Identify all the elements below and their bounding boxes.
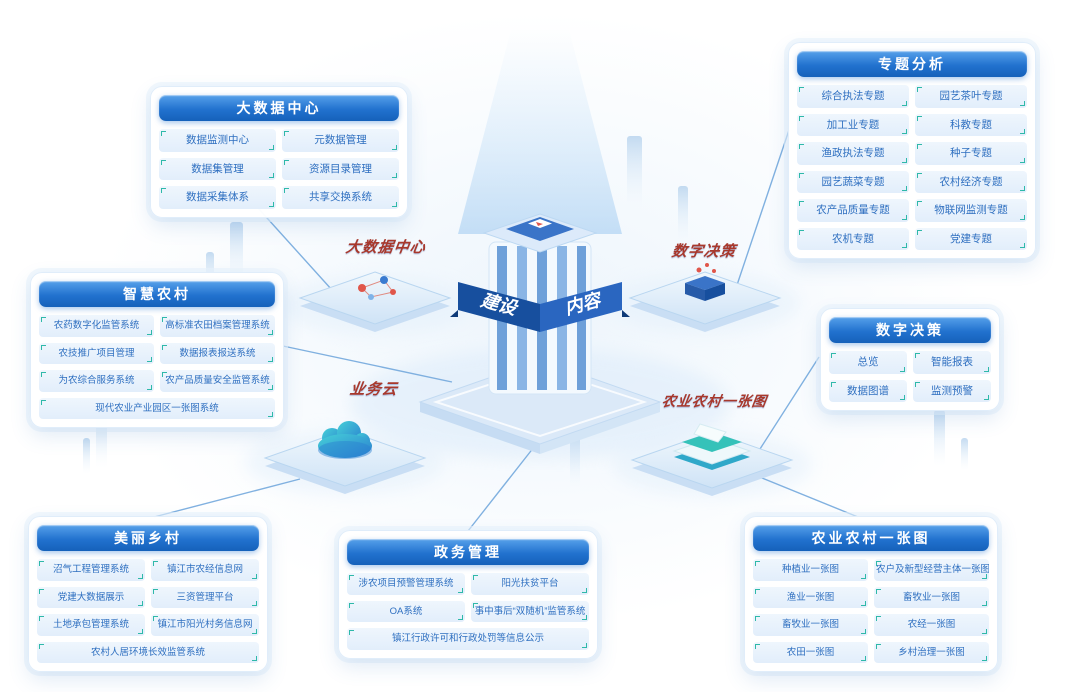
light-beam xyxy=(458,26,622,234)
beautiful_village-item-chip: 镇江市阳光村务信息网 xyxy=(151,614,259,636)
bigdata-item-chip: 数据采集体系 xyxy=(159,186,276,209)
bigdata-item-chip: 共享交换系统 xyxy=(282,186,399,209)
topics-item-chip: 物联网监测专题 xyxy=(915,199,1027,222)
one_map-item-chip: 畜牧业一张图 xyxy=(753,614,868,636)
panel-title-one-map: 农业农村一张图 xyxy=(753,525,989,551)
panel-title-topic-analysis: 专题分析 xyxy=(797,51,1027,77)
bigdata-item-chip: 资源目录管理 xyxy=(282,157,399,180)
big-data-node-platform xyxy=(298,271,452,332)
topics-item-chip: 农村经济专题 xyxy=(915,170,1027,193)
one_map-item-chip: 种植业一张图 xyxy=(753,559,868,581)
panel-items-beautiful-village: 沼气工程管理系统镇江市农经信息网党建大数据展示三资管理平台土地承包管理系统镇江市… xyxy=(37,559,259,663)
bigdata-item-chip: 数据集管理 xyxy=(159,157,276,180)
one_map-item-chip: 渔业一张图 xyxy=(753,586,868,608)
one_map-item-chip: 畜牧业一张图 xyxy=(874,586,989,608)
smart_village-item-chip: 为农综合服务系统 xyxy=(39,370,154,392)
decision-item-chip: 智能报表 xyxy=(913,351,991,374)
government-item-chip: OA系统 xyxy=(347,600,465,622)
panel-digital-decision: 数字决策 总览智能报表数据图谱监测预警 xyxy=(820,308,1000,411)
panel-items-topic-analysis: 综合执法专题园艺茶叶专题加工业专题科教专题渔政执法专题种子专题园艺蔬菜专题农村经… xyxy=(797,85,1027,250)
decision-item-chip: 总览 xyxy=(829,351,907,374)
beautiful_village-item-chip: 农村人居环境长效监管系统 xyxy=(37,641,259,663)
node-label-one-map: 农业农村一张图 xyxy=(660,393,769,409)
topics-item-chip: 渔政执法专题 xyxy=(797,142,909,165)
topics-item-chip: 党建专题 xyxy=(915,227,1027,250)
one_map-item-chip: 农户及新型经营主体一张图 xyxy=(874,559,989,581)
beautiful_village-item-chip: 土地承包管理系统 xyxy=(37,614,145,636)
beautiful_village-item-chip: 沼气工程管理系统 xyxy=(37,559,145,581)
smart_village-item-chip: 农产品质量安全监管系统 xyxy=(160,370,275,392)
central-platform xyxy=(418,359,662,454)
panel-title-big-data-center: 大数据中心 xyxy=(159,95,399,121)
decision-item-chip: 监测预警 xyxy=(913,379,991,402)
one_map-item-chip: 农经一张图 xyxy=(874,614,989,636)
panel-beautiful-village: 美丽乡村 沼气工程管理系统镇江市农经信息网党建大数据展示三资管理平台土地承包管理… xyxy=(28,516,268,672)
panel-big-data-center: 大数据中心 数据监测中心元数据管理数据集管理资源目录管理数据采集体系共享交换系统 xyxy=(150,86,408,218)
topics-item-chip: 园艺蔬菜专题 xyxy=(797,170,909,193)
panel-government-affairs: 政务管理 涉农项目预警管理系统阳光扶贫平台 OA系统事中事后“双随机”监管系统镇江… xyxy=(338,530,598,659)
government-item-chip: 阳光扶贫平台 xyxy=(471,573,589,595)
ribbon-right xyxy=(540,282,622,332)
panel-items-digital-decision: 总览智能报表数据图谱监测预警 xyxy=(829,351,991,402)
topics-item-chip: 综合执法专题 xyxy=(797,85,909,108)
panel-title-smart-village: 智慧农村 xyxy=(39,281,275,307)
topics-item-chip: 农产品质量专题 xyxy=(797,199,909,222)
smart_village-item-chip: 农药数字化监管系统 xyxy=(39,315,154,337)
panel-items-government-affairs: 涉农项目预警管理系统阳光扶贫平台 OA系统事中事后“双随机”监管系统镇江行政许可和… xyxy=(347,573,589,650)
smart_village-item-chip: 现代农业产业园区一张图系统 xyxy=(39,397,275,419)
ribbon-left xyxy=(458,282,540,332)
one_map-item-chip: 乡村治理一张图 xyxy=(874,641,989,663)
central-tower: 建设 内容 xyxy=(450,213,630,395)
business-cloud-node-platform xyxy=(263,421,427,494)
panel-topic-analysis: 专题分析 综合执法专题园艺茶叶专题加工业专题科教专题渔政执法专题种子专题园艺蔬菜… xyxy=(788,42,1036,259)
bigdata-item-chip: 数据监测中心 xyxy=(159,129,276,152)
panel-title-beautiful-village: 美丽乡村 xyxy=(37,525,259,551)
one-map-node-platform xyxy=(630,423,794,496)
one_map-item-chip: 农田一张图 xyxy=(753,641,868,663)
government-item-chip: 涉农项目预警管理系统 xyxy=(347,573,465,595)
beautiful_village-item-chip: 三资管理平台 xyxy=(151,586,259,608)
topics-item-chip: 科教专题 xyxy=(915,113,1027,136)
beautiful_village-item-chip: 镇江市农经信息网 xyxy=(151,559,259,581)
digital-decision-node-platform xyxy=(628,263,782,332)
smart_village-item-chip: 农技推广项目管理 xyxy=(39,342,154,364)
panel-items-one-map: 种植业一张图农户及新型经营主体一张图渔业一张图畜牧业一张图畜牧业一张图农经一张图… xyxy=(753,559,989,663)
panel-smart-village: 智慧农村 农药数字化监管系统高标准农田档案管理系统农技推广项目管理数据报表报送系… xyxy=(30,272,284,428)
beautiful_village-item-chip: 党建大数据展示 xyxy=(37,586,145,608)
panel-items-big-data-center: 数据监测中心元数据管理数据集管理资源目录管理数据采集体系共享交换系统 xyxy=(159,129,399,209)
panel-title-government-affairs: 政务管理 xyxy=(347,539,589,565)
bigdata-item-chip: 元数据管理 xyxy=(282,129,399,152)
topics-item-chip: 农机专题 xyxy=(797,227,909,250)
smart_village-item-chip: 数据报表报送系统 xyxy=(160,342,275,364)
topics-item-chip: 加工业专题 xyxy=(797,113,909,136)
decision-item-chip: 数据图谱 xyxy=(829,379,907,402)
topics-item-chip: 园艺茶叶专题 xyxy=(915,85,1027,108)
topics-item-chip: 种子专题 xyxy=(915,142,1027,165)
node-label-big-data-center: 大数据中心 xyxy=(344,239,428,256)
node-label-digital-decision: 数字决策 xyxy=(670,243,738,260)
panel-items-smart-village: 农药数字化监管系统高标准农田档案管理系统农技推广项目管理数据报表报送系统为农综合… xyxy=(39,315,275,419)
panel-title-digital-decision: 数字决策 xyxy=(829,317,991,343)
node-label-business-cloud: 业务云 xyxy=(348,381,400,398)
smart_village-item-chip: 高标准农田档案管理系统 xyxy=(160,315,275,337)
government-item-chip: 镇江行政许可和行政处罚等信息公示 xyxy=(347,628,589,650)
government-item-chip: 事中事后“双随机”监管系统 xyxy=(471,600,589,622)
panel-one-map: 农业农村一张图 种植业一张图农户及新型经营主体一张图渔业一张图畜牧业一张图畜牧业… xyxy=(744,516,998,672)
connector-lines xyxy=(153,129,859,532)
